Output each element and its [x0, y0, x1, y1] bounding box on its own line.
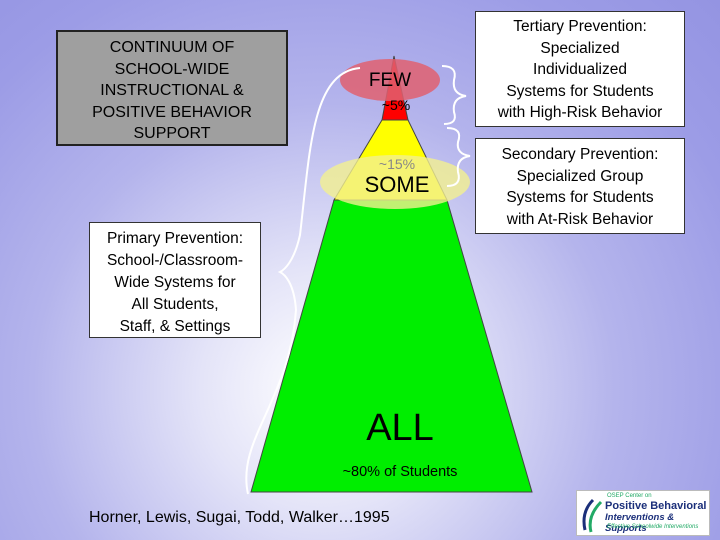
primary-line: Wide Systems for [114, 274, 236, 291]
secondary-line: Secondary Prevention: [501, 146, 659, 163]
tier-few-percent: ~5% [382, 97, 410, 113]
secondary-line: with At-Risk Behavior [506, 210, 654, 228]
title-line: SCHOOL-WIDE [114, 60, 230, 78]
tier-all-label: ALL [366, 407, 434, 449]
some-highlight [320, 155, 470, 209]
pbis-logo: OSEP Center on Positive Behavioral Inter… [576, 490, 710, 536]
tertiary-brace [441, 65, 467, 125]
title-box: CONTINUUM OF SCHOOL-WIDE INSTRUCTIONAL &… [56, 30, 288, 146]
primary-line: Primary Prevention: [106, 230, 244, 247]
primary-prevention-box: Primary Prevention: School-/Classroom- W… [89, 222, 261, 338]
logo-tagline: Effective Schoolwide Interventions [607, 524, 699, 530]
secondary-brace [446, 127, 471, 187]
logo-name-line2: Interventions & Supports [605, 512, 675, 534]
tier-all-percent: ~80% of Students [343, 464, 458, 480]
tertiary-line: Specialized [540, 39, 620, 57]
primary-line: All Students, [131, 296, 219, 313]
title-line: INSTRUCTIONAL & [100, 82, 244, 99]
title-line: POSITIVE BEHAVIOR [92, 103, 252, 121]
tier-few-label: FEW [369, 70, 411, 91]
title-line: SUPPORT [133, 125, 211, 142]
primary-line: School-/Classroom- [106, 252, 244, 269]
secondary-line: Systems for Students [506, 189, 654, 206]
tertiary-line: Individualized [533, 61, 627, 78]
few-highlight [340, 59, 440, 101]
tertiary-line: Tertiary Prevention: [513, 18, 647, 35]
tertiary-line: Systems for Students [506, 82, 654, 100]
left-brace [245, 67, 361, 495]
tier-some-percent: ~15% [379, 156, 415, 172]
logo-mark-icon [582, 498, 603, 533]
primary-line: Staff, & Settings [119, 318, 231, 335]
tertiary-prevention-box: Tertiary Prevention: Specialized Individ… [475, 11, 685, 127]
tertiary-line: with High-Risk Behavior [497, 104, 663, 121]
logo-org-line: OSEP Center on [607, 493, 652, 499]
tier-some-label: SOME [365, 172, 430, 197]
secondary-prevention-box: Secondary Prevention: Specialized Group … [475, 138, 685, 234]
citation: Horner, Lewis, Sugai, Todd, Walker…1995 [89, 509, 390, 526]
secondary-line: Specialized Group [516, 167, 644, 185]
logo-name-line1: Positive Behavioral [605, 500, 707, 512]
title-line: CONTINUUM OF [109, 39, 235, 56]
